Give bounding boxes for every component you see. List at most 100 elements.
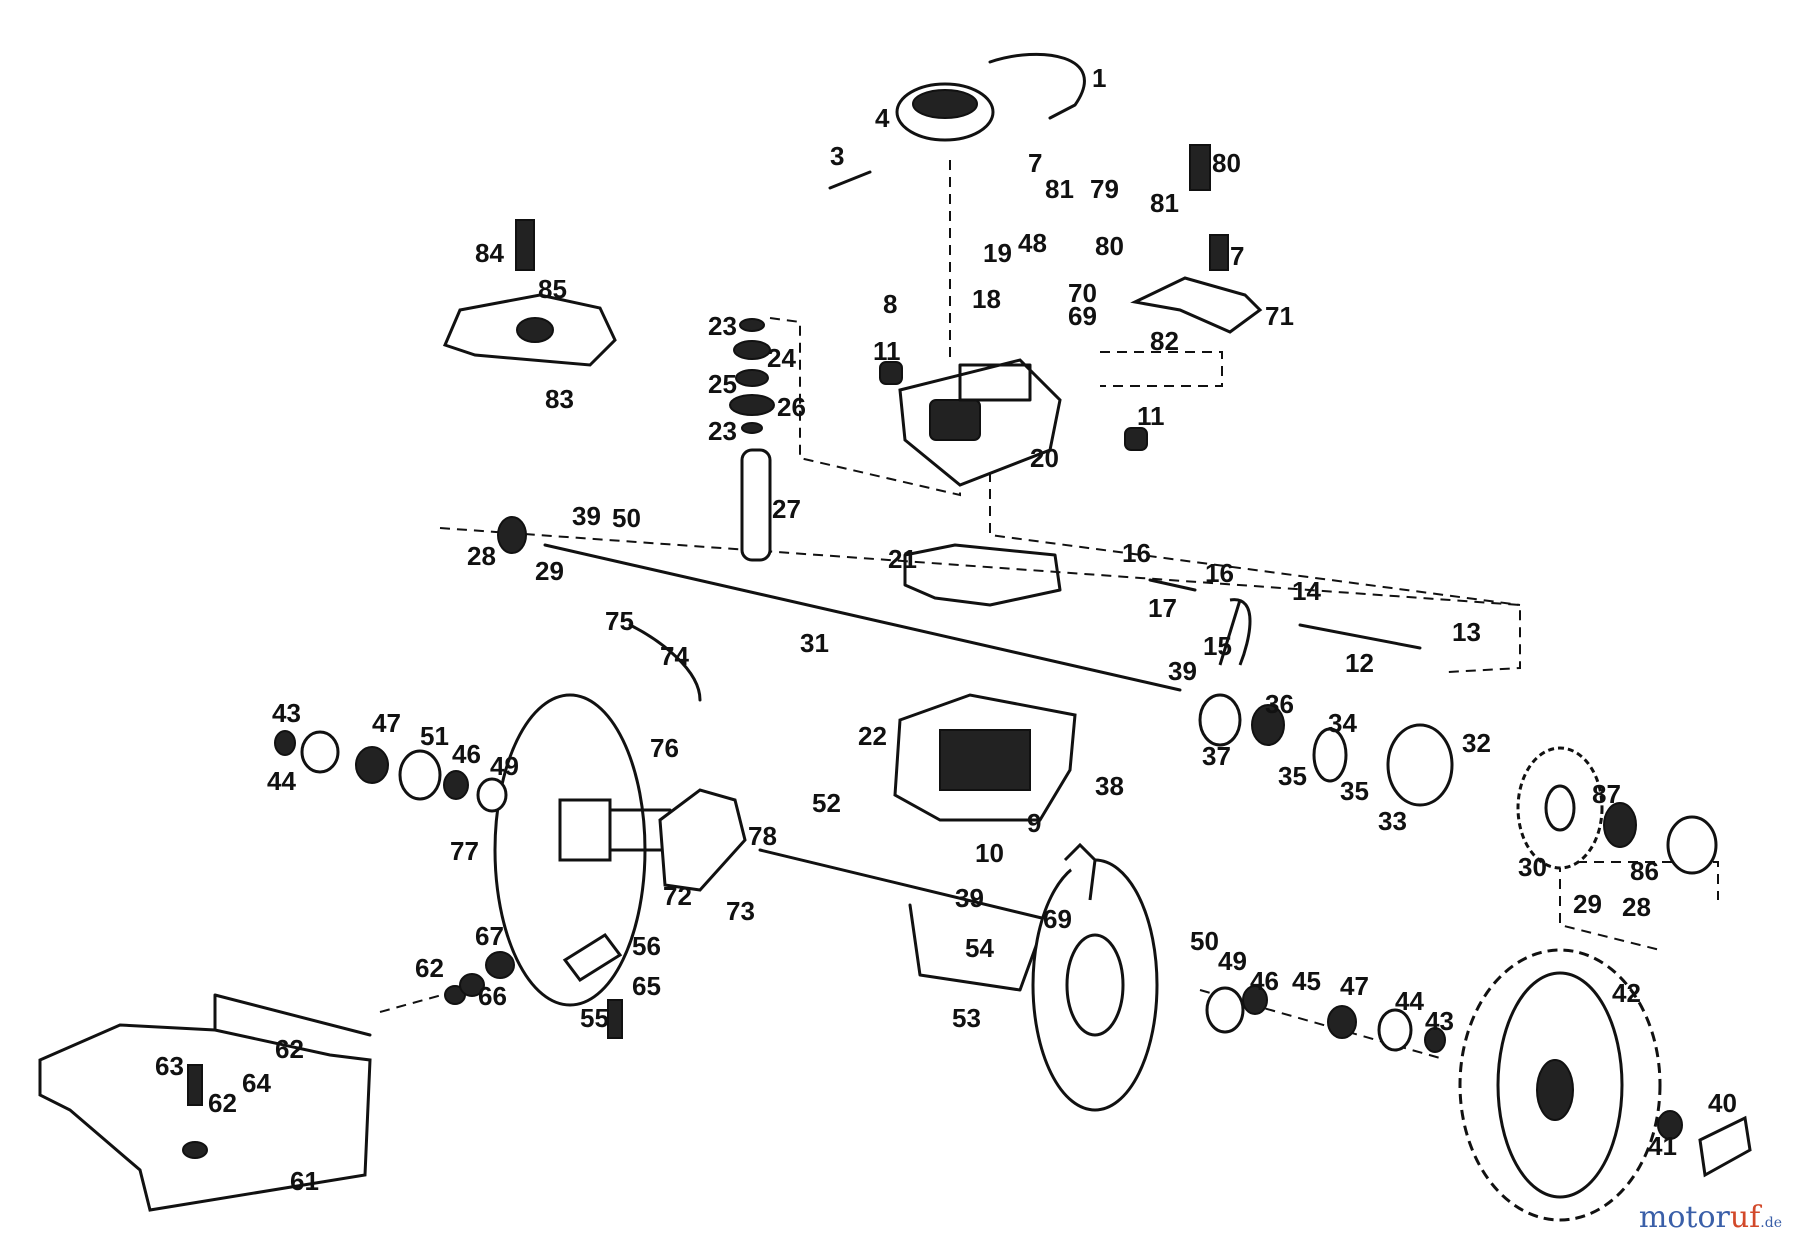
callout-label: 79 bbox=[1090, 174, 1119, 204]
callout-label: 11 bbox=[873, 336, 901, 366]
callout-label: 80 bbox=[1095, 231, 1124, 261]
callout-label: 32 bbox=[1462, 728, 1491, 758]
callout-label: 70 bbox=[1068, 278, 1097, 308]
callout-label: 26 bbox=[777, 392, 806, 422]
callout-label: 10 bbox=[975, 838, 1004, 868]
callout-label: 40 bbox=[1708, 1088, 1737, 1118]
callout-label: 49 bbox=[490, 751, 519, 781]
callout-label: 4 bbox=[875, 103, 890, 133]
callout-label: 81 bbox=[1150, 188, 1179, 218]
front-wheel-part bbox=[1458, 948, 1662, 1222]
callout-label: 24 bbox=[767, 343, 796, 373]
callout-label: 84 bbox=[475, 238, 504, 268]
callout-label: 69 bbox=[1043, 904, 1072, 934]
callout-label: 18 bbox=[972, 284, 1001, 314]
callout-label: 28 bbox=[1622, 892, 1651, 922]
callout-label: 71 bbox=[1265, 301, 1294, 331]
callout-label: 44 bbox=[1395, 986, 1424, 1016]
callout-label: 30 bbox=[1518, 852, 1547, 882]
callout-label: 35 bbox=[1278, 761, 1307, 791]
callout-label: 27 bbox=[772, 494, 801, 524]
callout-label: 73 bbox=[726, 896, 755, 926]
callout-label: 52 bbox=[812, 788, 841, 818]
watermark-text-1: motor bbox=[1638, 1200, 1730, 1235]
callout-label: 39 bbox=[1168, 656, 1197, 686]
callout-label: 65 bbox=[632, 971, 661, 1001]
callout-label: 74 bbox=[660, 641, 689, 671]
callout-label: 23 bbox=[708, 416, 737, 446]
callout-label: 23 bbox=[708, 311, 737, 341]
callout-label: 41 bbox=[1648, 1131, 1677, 1161]
callout-label: 47 bbox=[1340, 971, 1369, 1001]
callout-label: 3 bbox=[830, 141, 844, 171]
callout-label: 22 bbox=[858, 721, 887, 751]
callout-label: 87 bbox=[1592, 779, 1621, 809]
gearbox-part bbox=[879, 358, 1148, 487]
callout-label: 9 bbox=[1027, 808, 1041, 838]
callout-label: 16 bbox=[1205, 558, 1234, 588]
callout-label: 21 bbox=[888, 544, 917, 574]
callout-label: 11 bbox=[1137, 401, 1165, 431]
callout-label: 50 bbox=[612, 503, 641, 533]
callout-label: 64 bbox=[242, 1068, 271, 1098]
callout-label: 48 bbox=[1018, 228, 1047, 258]
callout-label: 7 bbox=[1028, 148, 1042, 178]
callout-label: 17 bbox=[1148, 593, 1177, 623]
callout-label: 72 bbox=[663, 881, 692, 911]
callout-label: 43 bbox=[272, 698, 301, 728]
callout-label: 85 bbox=[538, 274, 567, 304]
callout-label: 16 bbox=[1122, 538, 1151, 568]
callout-label: 35 bbox=[1340, 776, 1369, 806]
callout-label: 37 bbox=[1202, 741, 1231, 771]
left-wheel-part bbox=[493, 693, 672, 1007]
callout-label: 36 bbox=[1265, 689, 1294, 719]
callout-label: 19 bbox=[983, 238, 1012, 268]
belt-part bbox=[988, 52, 1086, 120]
callout-label: 62 bbox=[415, 953, 444, 983]
callout-label: 67 bbox=[475, 921, 504, 951]
callout-label: 46 bbox=[1250, 966, 1279, 996]
callout-label: 42 bbox=[1612, 978, 1641, 1008]
gear-housing-part bbox=[893, 693, 1077, 822]
callout-label: 76 bbox=[650, 733, 679, 763]
callout-label: 43 bbox=[1425, 1006, 1454, 1036]
callout-label: 49 bbox=[1218, 946, 1247, 976]
part-shapes bbox=[38, 52, 1752, 1222]
callout-label: 86 bbox=[1630, 856, 1659, 886]
callout-label: 39 bbox=[955, 883, 984, 913]
site-watermark: motoruf.de bbox=[1639, 1200, 1782, 1235]
callout-label: 46 bbox=[452, 739, 481, 769]
callout-label: 34 bbox=[1328, 708, 1357, 738]
axle-rod-part bbox=[543, 543, 1182, 692]
callout-label: 39 bbox=[572, 501, 601, 531]
drive-shaft-part bbox=[729, 318, 775, 562]
callout-label: 20 bbox=[1030, 443, 1059, 473]
callout-label: 77 bbox=[450, 836, 479, 866]
callout-labels: 1 3 4 7 7 8 9 10 11 11 12 13 14 15 16 16… bbox=[155, 63, 1737, 1196]
callout-label: 75 bbox=[605, 606, 634, 636]
callout-label: 63 bbox=[155, 1051, 184, 1081]
callout-label: 12 bbox=[1345, 648, 1374, 678]
callout-label: 81 bbox=[1045, 174, 1074, 204]
height-adjuster-part bbox=[658, 788, 747, 892]
callout-label: 51 bbox=[420, 721, 449, 751]
callout-label: 45 bbox=[1292, 966, 1321, 996]
callout-label: 29 bbox=[1573, 889, 1602, 919]
callout-label: 54 bbox=[965, 933, 994, 963]
callout-label: 14 bbox=[1292, 576, 1321, 606]
callout-label: 66 bbox=[478, 981, 507, 1011]
drive-gear-part bbox=[1516, 746, 1604, 870]
callout-label: 53 bbox=[952, 1003, 981, 1033]
callout-label: 31 bbox=[800, 628, 829, 658]
rear-flap-part bbox=[38, 993, 372, 1212]
gasket-part bbox=[903, 543, 1062, 607]
callout-label: 33 bbox=[1378, 806, 1407, 836]
callout-label: 69 bbox=[1068, 301, 1097, 331]
callout-label: 7 bbox=[1230, 241, 1244, 271]
callout-label: 13 bbox=[1452, 617, 1481, 647]
callout-label: 80 bbox=[1212, 148, 1241, 178]
callout-label: 56 bbox=[632, 931, 661, 961]
watermark-text-2: uf bbox=[1729, 1200, 1761, 1235]
